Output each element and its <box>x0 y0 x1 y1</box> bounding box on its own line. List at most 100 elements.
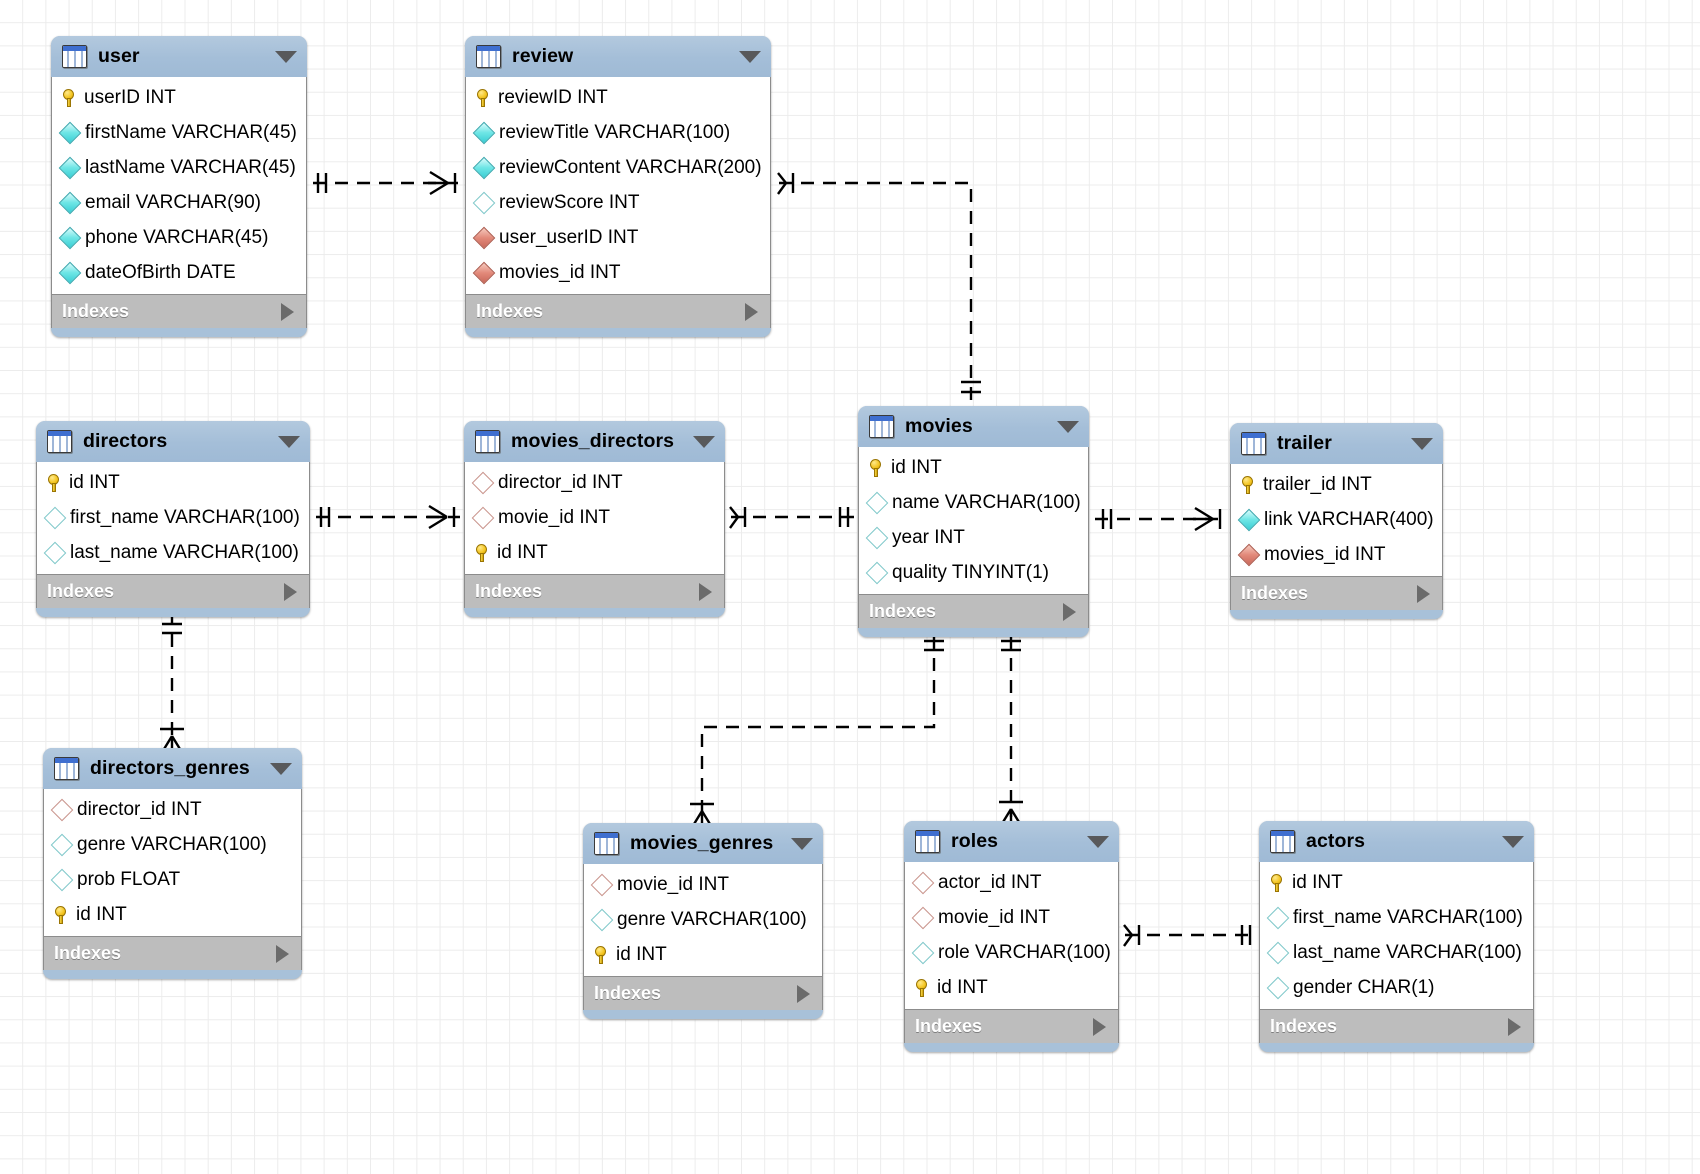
table-header-roles[interactable]: roles <box>904 821 1119 862</box>
table-header-movies_directors[interactable]: movies_directors <box>464 421 725 462</box>
column-row[interactable]: firstName VARCHAR(45) <box>52 115 306 150</box>
chevron-down-icon-user[interactable] <box>275 50 297 63</box>
column-row[interactable]: movies_id INT <box>1231 537 1442 572</box>
column-row[interactable]: prob FLOAT <box>44 862 301 897</box>
foreign-key-nullable-icon <box>50 798 74 821</box>
column-row[interactable]: link VARCHAR(400) <box>1231 502 1442 537</box>
table-icon-user <box>62 45 87 68</box>
column-label: link VARCHAR(400) <box>1264 508 1434 530</box>
column-row[interactable]: movie_id INT <box>465 500 724 535</box>
chevron-down-icon-movies[interactable] <box>1057 420 1079 433</box>
column-row[interactable]: dateOfBirth DATE <box>52 255 306 290</box>
column-row[interactable]: gender CHAR(1) <box>1260 970 1533 1005</box>
column-row[interactable]: last_name VARCHAR(100) <box>37 535 309 570</box>
column-row[interactable]: movie_id INT <box>584 867 822 902</box>
expand-right-icon-movies[interactable] <box>1063 602 1076 621</box>
expand-right-icon-movies_directors[interactable] <box>699 582 712 601</box>
column-row[interactable]: quality TINYINT(1) <box>859 555 1088 590</box>
column-nullable-icon <box>1266 976 1290 999</box>
column-row[interactable]: phone VARCHAR(45) <box>52 220 306 255</box>
column-row[interactable]: email VARCHAR(90) <box>52 185 306 220</box>
chevron-down-icon-actors[interactable] <box>1502 835 1524 848</box>
column-row[interactable]: genre VARCHAR(100) <box>44 827 301 862</box>
table-header-user[interactable]: user <box>51 36 307 77</box>
column-row[interactable]: role VARCHAR(100) <box>905 935 1118 970</box>
column-row[interactable]: director_id INT <box>44 792 301 827</box>
expand-right-icon-movies_genres[interactable] <box>797 984 810 1003</box>
column-row[interactable]: trailer_id INT <box>1231 467 1442 502</box>
table-header-trailer[interactable]: trailer <box>1230 423 1443 464</box>
indexes-section-user[interactable]: Indexes <box>51 294 307 328</box>
chevron-down-icon-roles[interactable] <box>1087 835 1109 848</box>
column-row[interactable]: userID INT <box>52 80 306 115</box>
column-row[interactable]: id INT <box>44 897 301 932</box>
expand-right-icon-user[interactable] <box>281 302 294 321</box>
column-row[interactable]: reviewTitle VARCHAR(100) <box>466 115 770 150</box>
indexes-section-directors[interactable]: Indexes <box>36 574 310 608</box>
column-row[interactable]: movie_id INT <box>905 900 1118 935</box>
column-row[interactable]: director_id INT <box>465 465 724 500</box>
expand-right-icon-roles[interactable] <box>1093 1017 1106 1036</box>
indexes-section-movies[interactable]: Indexes <box>858 594 1089 628</box>
table-header-directors_genres[interactable]: directors_genres <box>43 748 302 789</box>
indexes-section-movies_genres[interactable]: Indexes <box>583 976 823 1010</box>
table-header-directors[interactable]: directors <box>36 421 310 462</box>
indexes-label-movies_genres: Indexes <box>594 983 662 1003</box>
column-row[interactable]: reviewID INT <box>466 80 770 115</box>
column-row[interactable]: user_userID INT <box>466 220 770 255</box>
expand-right-icon-directors[interactable] <box>284 582 297 601</box>
column-row[interactable]: id INT <box>37 465 309 500</box>
column-row[interactable]: lastName VARCHAR(45) <box>52 150 306 185</box>
table-header-movies_genres[interactable]: movies_genres <box>583 823 823 864</box>
chevron-down-icon-directors[interactable] <box>278 435 300 448</box>
indexes-section-directors_genres[interactable]: Indexes <box>43 936 302 970</box>
column-row[interactable]: reviewScore INT <box>466 185 770 220</box>
chevron-down-icon-movies_directors[interactable] <box>693 435 715 448</box>
indexes-label-directors: Indexes <box>47 581 115 601</box>
column-row[interactable]: movies_id INT <box>466 255 770 290</box>
column-row[interactable]: first_name VARCHAR(100) <box>1260 900 1533 935</box>
chevron-down-icon-movies_genres[interactable] <box>791 837 813 850</box>
expand-right-icon-trailer[interactable] <box>1417 584 1430 603</box>
column-row[interactable]: name VARCHAR(100) <box>859 485 1088 520</box>
column-row[interactable]: first_name VARCHAR(100) <box>37 500 309 535</box>
column-row[interactable]: id INT <box>584 937 822 972</box>
table-header-actors[interactable]: actors <box>1259 821 1534 862</box>
indexes-section-actors[interactable]: Indexes <box>1259 1009 1534 1043</box>
table-icon-directors_genres <box>54 757 79 780</box>
column-row[interactable]: last_name VARCHAR(100) <box>1260 935 1533 970</box>
column-row[interactable]: id INT <box>859 450 1088 485</box>
column-row[interactable]: reviewContent VARCHAR(200) <box>466 150 770 185</box>
chevron-down-icon-review[interactable] <box>739 50 761 63</box>
column-label: quality TINYINT(1) <box>892 561 1049 583</box>
cardinality-one-movies-directors <box>838 507 850 527</box>
chevron-down-icon-directors_genres[interactable] <box>270 762 292 775</box>
column-row[interactable]: year INT <box>859 520 1088 555</box>
table-header-review[interactable]: review <box>465 36 771 77</box>
expand-right-icon-actors[interactable] <box>1508 1017 1521 1036</box>
indexes-section-movies_directors[interactable]: Indexes <box>464 574 725 608</box>
column-row[interactable]: id INT <box>465 535 724 570</box>
column-row[interactable]: genre VARCHAR(100) <box>584 902 822 937</box>
expand-right-icon-directors_genres[interactable] <box>276 944 289 963</box>
table-card-trailer[interactable]: trailer trailer_id INT link VARCHAR(400) m… <box>1230 423 1443 619</box>
column-row[interactable]: id INT <box>1260 865 1533 900</box>
expand-right-icon-review[interactable] <box>745 302 758 321</box>
indexes-section-review[interactable]: Indexes <box>465 294 771 328</box>
indexes-section-roles[interactable]: Indexes <box>904 1009 1119 1043</box>
chevron-down-icon-trailer[interactable] <box>1411 437 1433 450</box>
column-row[interactable]: actor_id INT <box>905 865 1118 900</box>
table-header-movies[interactable]: movies <box>858 406 1089 447</box>
column-row[interactable]: id INT <box>905 970 1118 1005</box>
indexes-section-trailer[interactable]: Indexes <box>1230 576 1443 610</box>
